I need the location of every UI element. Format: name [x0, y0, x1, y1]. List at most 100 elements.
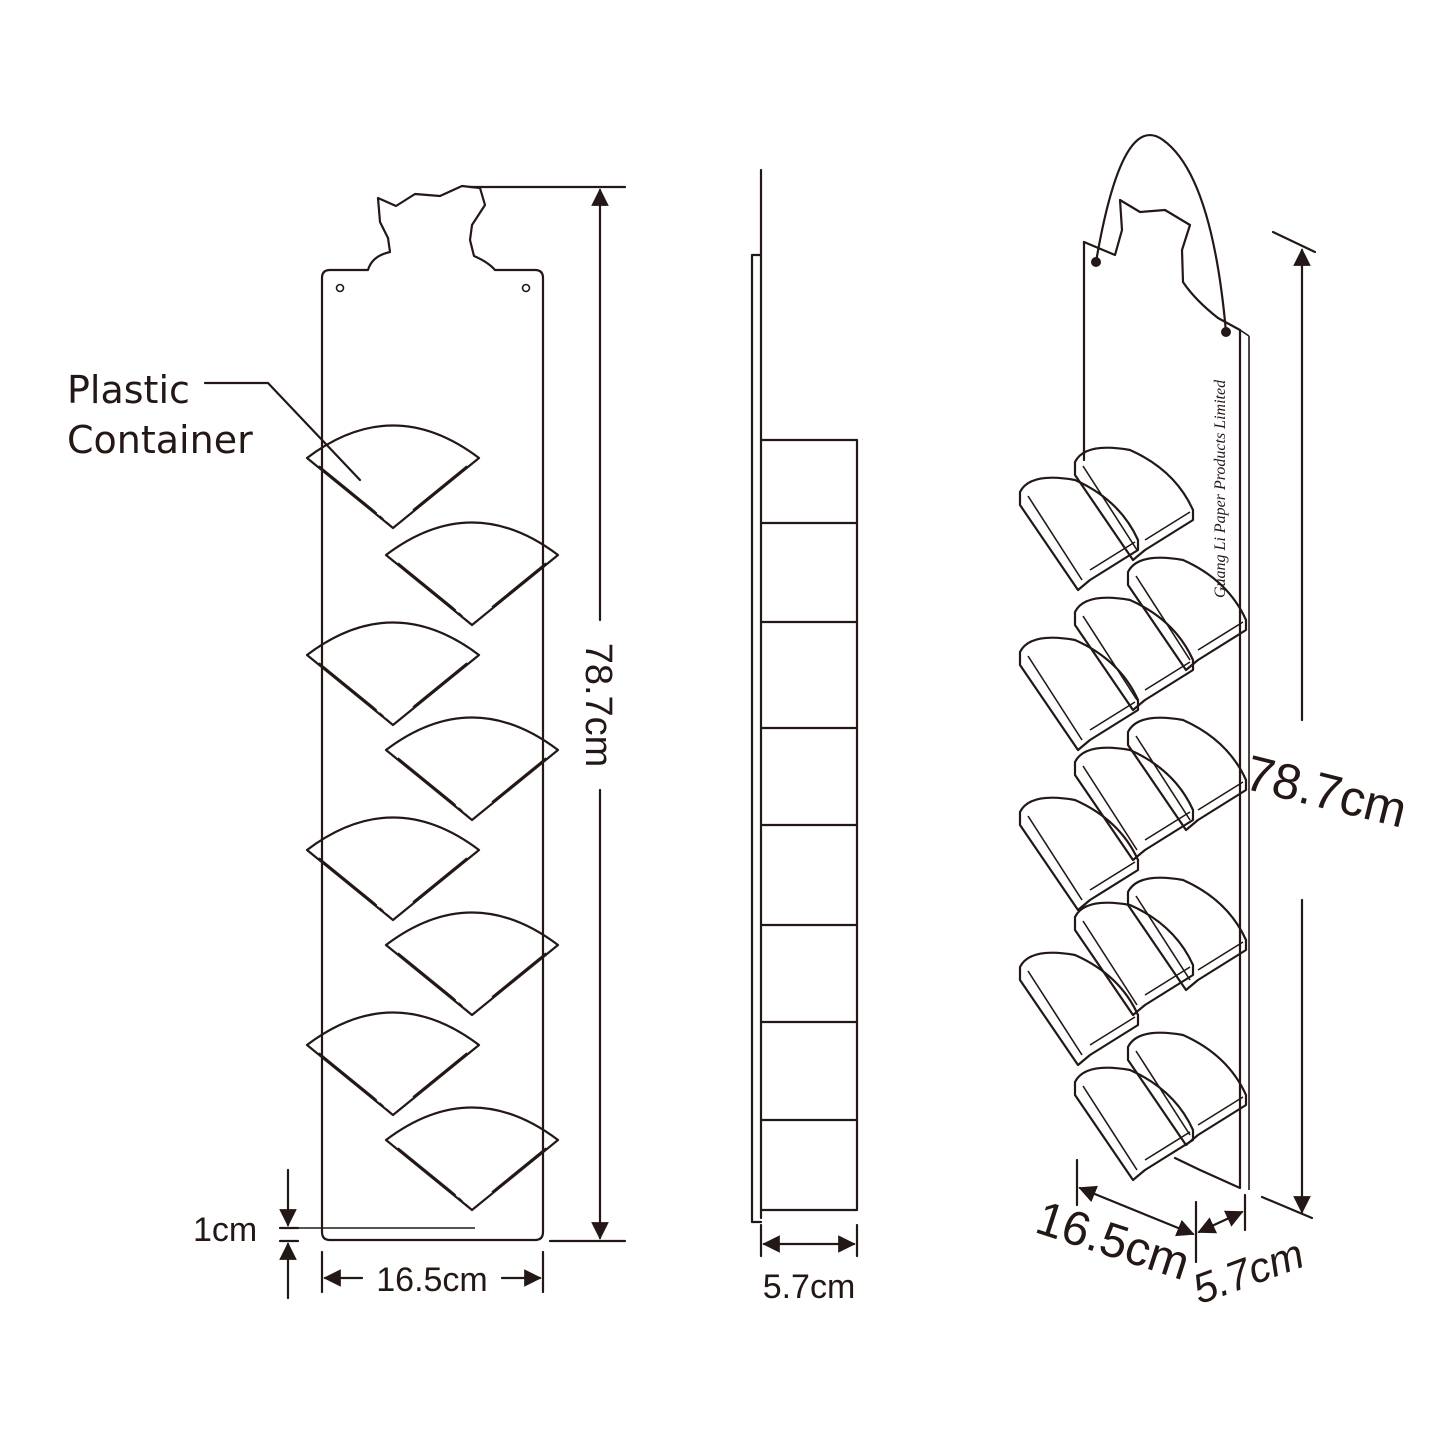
perspective-pocket: [1018, 636, 1140, 752]
perspective-pocket: [1018, 951, 1140, 1067]
front-height-label: 78.7cm: [577, 643, 619, 768]
front-pocket-outline: [305, 621, 481, 727]
perspective-pocket-outline: [1073, 596, 1195, 712]
front-pocket-rim-left: [397, 952, 453, 998]
front-pocket-rim-left: [397, 562, 453, 608]
brand-text: Guang Li Paper Products Limited: [1212, 379, 1229, 598]
persp-depth-label: 5.7cm: [1186, 1230, 1310, 1313]
perspective-pocket-rim: [1197, 621, 1244, 651]
persp-width-arrow: [1078, 1185, 1195, 1237]
side-view: 5.7cm: [750, 168, 859, 1306]
front-pocket: [384, 911, 560, 1017]
perspective-pocket-rim: [1197, 941, 1244, 971]
front-pocket-rim-left: [397, 1147, 453, 1193]
front-pocket-rim-left: [397, 757, 453, 803]
perspective-pocket: [1126, 876, 1248, 992]
front-pocket-rim-left: [318, 1052, 374, 1098]
front-pockets: [305, 424, 560, 1212]
perspective-pocket-edge: [1027, 815, 1083, 901]
gap-label: 1cm: [193, 1211, 257, 1249]
perspective-pocket-outline: [1073, 901, 1195, 1017]
perspective-pocket-outline: [1126, 1031, 1248, 1147]
front-pocket-outline: [384, 1106, 560, 1212]
front-pocket-rim-right: [412, 857, 468, 903]
callout-line-1: Plastic: [67, 368, 190, 412]
front-pocket-rim-right: [412, 662, 468, 708]
perspective-pocket: [1126, 556, 1248, 672]
front-pocket-rim-right: [412, 465, 468, 511]
perspective-pocket-rim: [1089, 1016, 1136, 1046]
callout-leader: [203, 381, 362, 482]
perspective-pocket-outline: [1073, 446, 1195, 562]
front-pocket-rim-left: [318, 465, 374, 511]
perspective-pocket: [1073, 596, 1195, 712]
perspective-pocket-outline: [1073, 1066, 1195, 1182]
rope-knot-right: [1221, 327, 1231, 337]
perspective-pocket-rim: [1089, 541, 1136, 571]
perspective-pocket-outline: [1018, 796, 1140, 912]
perspective-panel: [1082, 198, 1242, 1190]
perspective-pocket-rim: [1089, 861, 1136, 891]
perspective-pocket-rim: [1144, 966, 1191, 996]
perspective-pocket: [1018, 796, 1140, 912]
perspective-pocket-edge: [1135, 895, 1191, 981]
perspective-pocket: [1073, 1066, 1195, 1182]
front-pocket-rim-right: [491, 1147, 547, 1193]
perspective-pocket: [1126, 1031, 1248, 1147]
front-panel-outline: [320, 184, 545, 1242]
front-pocket: [384, 716, 560, 822]
perspective-pocket: [1073, 901, 1195, 1017]
perspective-pocket-outline: [1018, 476, 1140, 592]
perspective-pocket-edge: [1027, 970, 1083, 1056]
perspective-pocket: [1073, 746, 1195, 862]
perspective-pocket: [1073, 446, 1195, 562]
perspective-pocket-edge: [1027, 495, 1083, 581]
perspective-pocket-outline: [1126, 716, 1248, 832]
perspective-pocket-edge: [1082, 465, 1138, 551]
front-pocket: [305, 816, 481, 922]
perspective-pocket-outline: [1018, 636, 1140, 752]
front-pocket: [305, 424, 481, 530]
callout-line-2: Container: [67, 418, 253, 462]
front-hole-right: [521, 283, 531, 293]
perspective-pocket-rim: [1144, 661, 1191, 691]
rope-knot-left: [1091, 257, 1101, 267]
hanging-rope: [1094, 134, 1228, 334]
perspective-pocket-rim: [1197, 781, 1244, 811]
front-pocket-rim-right: [412, 1052, 468, 1098]
persp-height-bottom-ext: [1260, 1195, 1314, 1220]
front-pocket-rim-right: [491, 757, 547, 803]
perspective-panel-depth-edge: [1239, 329, 1250, 337]
front-pocket: [384, 1106, 560, 1212]
perspective-pocket-outline: [1073, 746, 1195, 862]
front-pocket-outline: [384, 911, 560, 1017]
perspective-pocket-rim: [1197, 1096, 1244, 1126]
front-pocket: [305, 621, 481, 727]
persp-height-label: 78.7cm: [1240, 745, 1413, 839]
perspective-pockets: [1018, 446, 1248, 1182]
front-pocket: [305, 1011, 481, 1117]
perspective-pocket-rim: [1144, 811, 1191, 841]
perspective-pocket-rim: [1144, 1131, 1191, 1161]
perspective-pocket-edge: [1082, 765, 1138, 851]
front-pocket: [384, 521, 560, 627]
perspective-pocket-outline: [1018, 951, 1140, 1067]
front-pocket-outline: [384, 716, 560, 822]
perspective-pocket-edge: [1135, 575, 1191, 661]
persp-height-top-ext: [1271, 230, 1317, 254]
front-pocket-fold: [372, 901, 394, 921]
side-dividers: [760, 521, 859, 1122]
front-pocket-rim-right: [491, 952, 547, 998]
front-pocket-rim-left: [318, 857, 374, 903]
side-depth-label: 5.7cm: [763, 1268, 856, 1306]
perspective-pocket-rim: [1089, 701, 1136, 731]
front-pocket-fold: [451, 996, 473, 1016]
front-pocket-fold: [451, 606, 473, 626]
perspective-pocket: [1126, 716, 1248, 832]
perspective-pocket-edge: [1135, 1050, 1191, 1136]
perspective-pocket-outline: [1126, 556, 1248, 672]
perspective-pocket-rim: [1144, 511, 1191, 541]
perspective-pocket-edge: [1027, 655, 1083, 741]
perspective-pocket-edge: [1135, 735, 1191, 821]
